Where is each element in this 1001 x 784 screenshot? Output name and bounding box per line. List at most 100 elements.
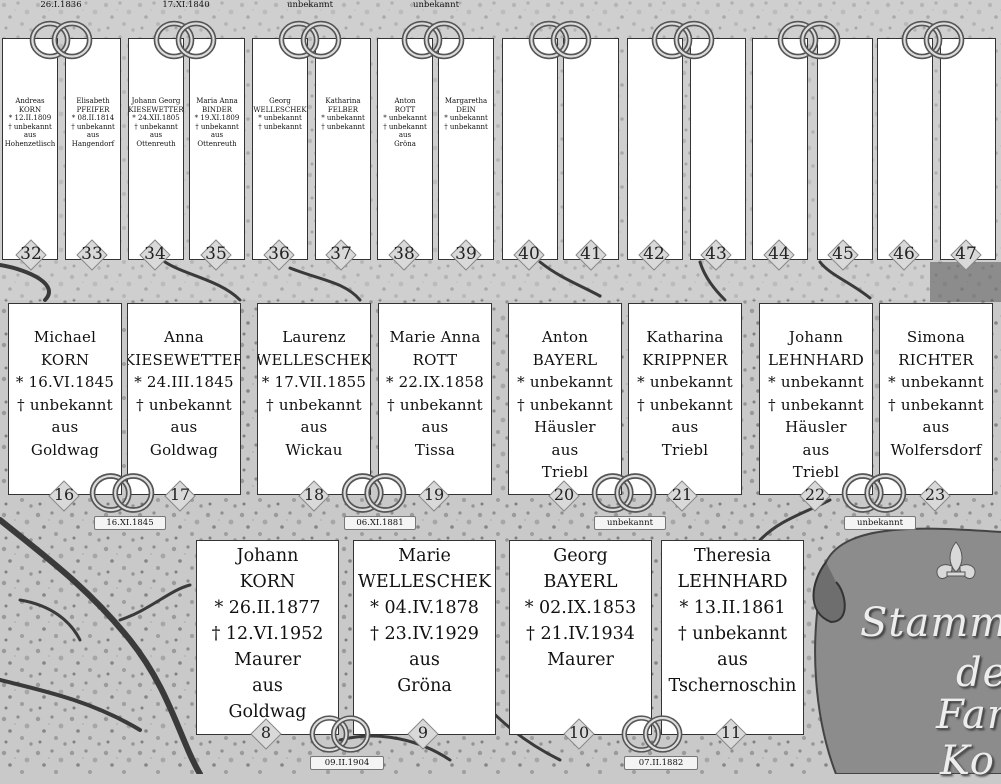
ancestor-number-label: 9 xyxy=(417,723,429,742)
person-line: Gröna xyxy=(397,676,452,696)
person-line: * 24.III.1845 xyxy=(134,373,234,391)
person-line: PFEIFER xyxy=(76,105,110,114)
diamond-badge-icon xyxy=(48,480,80,512)
person-line: Gröna xyxy=(394,139,416,148)
diamond-badge-icon xyxy=(298,480,330,512)
person-line: * 02.IX.1853 xyxy=(524,598,637,618)
wedding-rings-icon xyxy=(621,715,683,753)
person-line: * unbekannt xyxy=(444,114,488,122)
title-line-2: de xyxy=(956,650,1001,696)
person-line: Goldwag xyxy=(228,702,307,722)
person-line: BAYERL xyxy=(532,350,598,369)
person-line: Anna xyxy=(164,328,204,346)
wedding-rings-icon xyxy=(341,473,407,513)
person-line: † unbekannt xyxy=(387,395,483,414)
fleur-de-lis-icon xyxy=(936,541,976,579)
person-card xyxy=(817,38,873,260)
person-line: Simona xyxy=(906,328,966,346)
person-line: Hangendorf xyxy=(71,139,115,148)
diamond-badge-icon xyxy=(919,480,951,512)
person-line: Andreas xyxy=(15,97,45,105)
person-line: * 19.XI.1809 xyxy=(194,114,240,122)
person-line: Katharina xyxy=(325,97,361,105)
title-scroll: Stamm de Fam Ko xyxy=(806,522,1001,784)
ancestor-number: 34 xyxy=(137,239,173,271)
ancestor-number-label: 38 xyxy=(393,244,415,264)
person-card xyxy=(627,38,683,260)
person-line: † unbekannt xyxy=(321,122,365,131)
ancestor-number: 9 xyxy=(405,718,441,750)
person-line: aus xyxy=(717,650,748,670)
wedding-rings-icon xyxy=(777,20,841,60)
person-line: aus xyxy=(802,440,830,459)
person-line: KORN xyxy=(18,105,42,114)
ancestor-number-label: 41 xyxy=(580,244,602,264)
ancestor-number-label: 43 xyxy=(705,244,727,264)
wedding-rings-icon xyxy=(591,473,657,513)
person-line: aus xyxy=(149,131,163,139)
person-card xyxy=(752,38,808,260)
person-line: LEHNHARD xyxy=(768,350,864,369)
person-line: Maria Anna xyxy=(196,97,238,105)
title-line-1: Stamm xyxy=(860,600,1001,646)
person-line: KIESEWETTER xyxy=(127,350,241,369)
ancestor-number-label: 8 xyxy=(260,723,272,742)
person-line: FELBER xyxy=(327,105,359,114)
person-line: Katharina xyxy=(646,328,724,346)
wedding-rings-icon xyxy=(528,20,592,60)
person-line: Johann xyxy=(788,328,844,346)
marriage-date: 26.I.1836 xyxy=(40,0,82,10)
ancestor-number: 11 xyxy=(713,718,749,750)
person-line: Goldwag xyxy=(30,440,100,459)
person-line: aus xyxy=(170,418,198,436)
diamond-badge-icon xyxy=(200,239,232,271)
marriage-date: unbekannt xyxy=(286,0,333,10)
person-line: aus xyxy=(922,418,950,436)
person-card xyxy=(502,38,558,260)
diamond-badge-icon xyxy=(827,239,859,271)
diamond-badge-icon xyxy=(76,239,108,271)
person-line: Michael xyxy=(33,328,97,346)
diamond-badge-icon xyxy=(700,239,732,271)
wedding-rings-icon xyxy=(278,20,342,60)
person-line: * unbekannt xyxy=(321,114,365,122)
person-line: WELLESCHEK xyxy=(257,350,371,369)
person-line: Elisabeth xyxy=(76,97,110,105)
ancestor-number-label: 45 xyxy=(832,244,854,264)
ancestor-number: 46 xyxy=(886,239,922,271)
person-line: LEHNHARD xyxy=(677,572,788,592)
person-line: KIESEWETTER xyxy=(128,105,184,114)
person-line: † unbekannt xyxy=(71,122,115,131)
person-card xyxy=(690,38,746,260)
diamond-badge-icon xyxy=(513,239,545,271)
diamond-badge-icon xyxy=(666,480,698,512)
diamond-badge-icon xyxy=(139,239,171,271)
ancestor-number: 39 xyxy=(448,239,484,271)
ancestor-number: 38 xyxy=(386,239,422,271)
person-line: * 12.II.1809 xyxy=(8,114,52,122)
ancestor-number: 40 xyxy=(511,239,547,271)
person-line: † unbekannt xyxy=(258,122,302,131)
wedding-rings-icon xyxy=(651,20,715,60)
ancestor-number: 37 xyxy=(323,239,359,271)
person-line: Theresia xyxy=(693,546,772,566)
ancestor-number-label: 17 xyxy=(169,485,191,504)
person-line: † unbekannt xyxy=(637,395,733,414)
person-line: Häusler xyxy=(534,418,596,436)
ancestor-number: 17 xyxy=(162,480,198,512)
diamond-badge-icon xyxy=(263,239,295,271)
person-line: * unbekannt xyxy=(258,114,302,122)
person-line: Wickau xyxy=(285,440,343,459)
person-line: KORN xyxy=(40,350,90,369)
scroll-banner xyxy=(812,527,1001,775)
ancestor-number-label: 42 xyxy=(643,244,665,264)
ancestor-number-label: 47 xyxy=(955,244,977,264)
marriage-date: 16.XI.1845 xyxy=(94,516,166,530)
ancestor-number-label: 44 xyxy=(768,244,790,264)
